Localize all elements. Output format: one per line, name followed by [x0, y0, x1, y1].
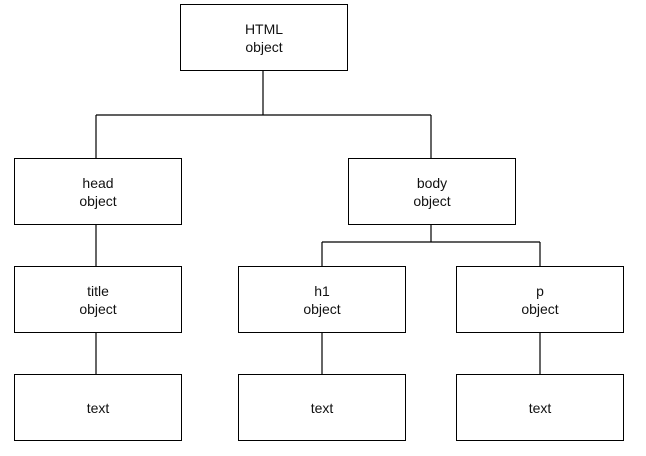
title-text-node: text	[14, 374, 182, 441]
h1-object-node: h1 object	[238, 266, 406, 333]
html-object-node: HTML object	[180, 4, 348, 71]
node-sublabel: object	[79, 192, 117, 209]
p-object-node: p object	[456, 266, 624, 333]
node-sublabel: object	[521, 300, 559, 317]
head-object-node: head object	[14, 158, 182, 225]
node-label: HTML	[244, 20, 284, 37]
node-label: text	[528, 399, 552, 416]
node-label: text	[310, 399, 334, 416]
node-label: text	[86, 399, 110, 416]
node-sublabel: object	[413, 192, 451, 209]
p-text-node: text	[456, 374, 624, 441]
h1-text-node: text	[238, 374, 406, 441]
node-sublabel: object	[245, 38, 283, 55]
node-label: body	[416, 174, 448, 191]
node-label: title	[87, 282, 109, 299]
node-label: p	[536, 282, 544, 299]
title-object-node: title object	[14, 266, 182, 333]
body-object-node: body object	[348, 158, 516, 225]
node-label: head	[82, 174, 114, 191]
node-sublabel: object	[79, 300, 117, 317]
node-label: h1	[314, 282, 330, 299]
node-sublabel: object	[303, 300, 341, 317]
